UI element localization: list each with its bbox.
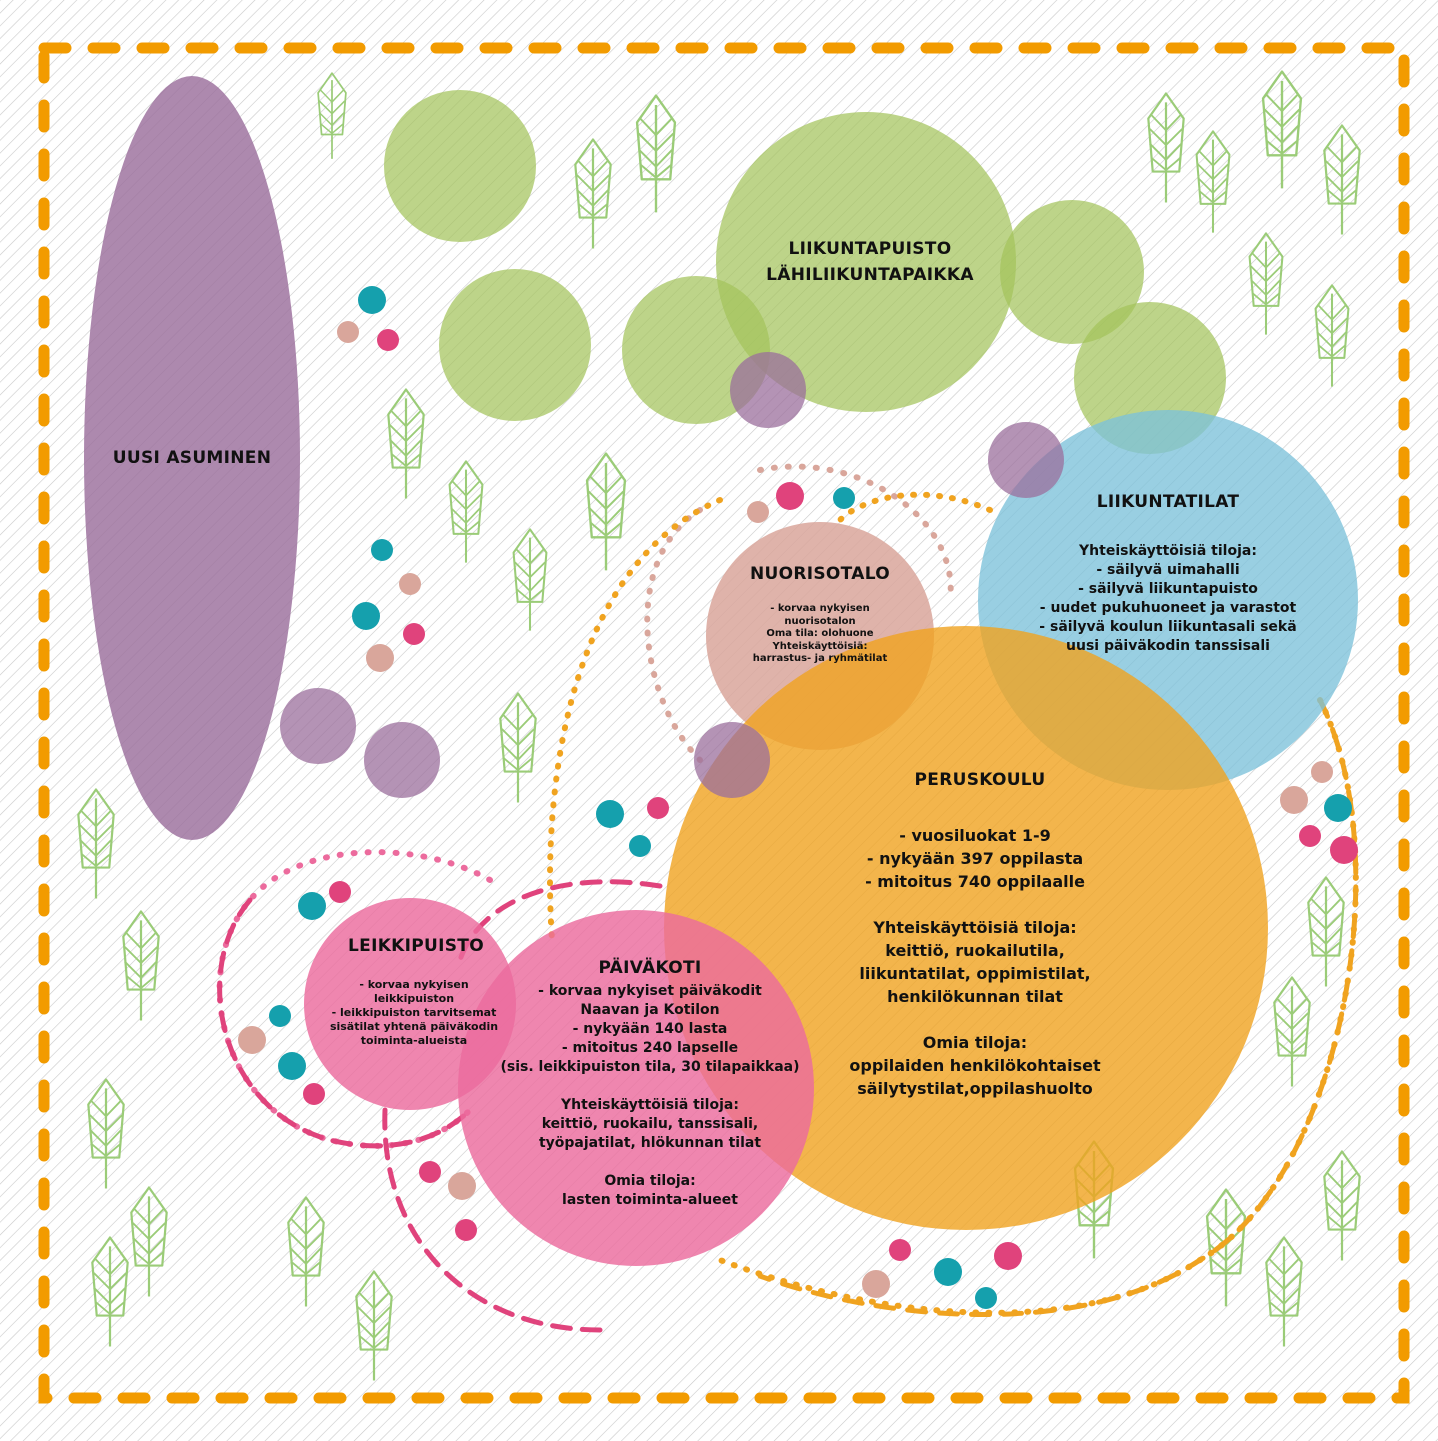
connector-loops [216, 463, 1359, 1333]
dot-pink [419, 1161, 441, 1183]
park-circle-main [716, 112, 1016, 412]
dot-teal [629, 835, 651, 857]
uusi-asuminen-zone [84, 76, 300, 840]
dot-teal [934, 1258, 962, 1286]
liikuntatilat-text: Yhteiskäyttöisiä tiloja: - säilyvä uimah… [1039, 543, 1297, 654]
liikuntapuisto-title: LIIKUNTAPUISTO LÄHILIIKUNTAPAIKKA [766, 239, 974, 285]
purple-dot [694, 722, 770, 798]
dot-tan [238, 1026, 266, 1054]
paivakoti-zone [458, 910, 814, 1266]
dot-pink [647, 797, 669, 819]
nuorisotalo-loop [644, 463, 954, 763]
dot-pink [1299, 825, 1321, 847]
dot-teal [278, 1052, 306, 1080]
peruskoulu-zone [664, 626, 1268, 1230]
dot-tan [1280, 786, 1308, 814]
uusi-asuminen-title: UUSI ASUMINEN [112, 448, 272, 468]
dot-teal [371, 539, 393, 561]
dot-tan [399, 573, 421, 595]
dot-tan [862, 1270, 890, 1298]
park-circle [384, 90, 536, 242]
dot-tan [366, 644, 394, 672]
dot-teal [352, 602, 380, 630]
dot-tan [448, 1172, 476, 1200]
dot-teal [833, 487, 855, 509]
school-loop-dashed [757, 697, 1359, 1317]
school-loop [547, 491, 1359, 1316]
paivakoti-loop [382, 879, 663, 1333]
small-purple-circles [280, 352, 1064, 798]
nuorisotalo-text: - korvaa nykyisen nuorisotalon Oma tila:… [752, 603, 888, 664]
liikuntatilat-title: LIIKUNTATILAT [1096, 492, 1240, 512]
paivakoti-text: - korvaa nykyiset päiväkodit Naavan ja K… [500, 983, 800, 1208]
dot-pink [329, 881, 351, 903]
site-boundary [38, 42, 1410, 1404]
dot-pink [303, 1083, 325, 1105]
dot-pink [889, 1239, 911, 1261]
leikkipuisto-zone [304, 898, 516, 1110]
park-circles [384, 90, 1226, 454]
dot-teal [298, 892, 326, 920]
dot-pink [994, 1242, 1022, 1270]
dot-pink [1330, 836, 1358, 864]
decorative-dots [238, 286, 1358, 1309]
paivakoti-title: PÄIVÄKOTI [598, 958, 702, 978]
dot-pink [776, 482, 804, 510]
dot-teal [358, 286, 386, 314]
dot-tan [747, 501, 769, 523]
leikkipuisto-title: LEIKKIPUISTO [348, 936, 484, 956]
purple-dot [730, 352, 806, 428]
nuorisotalo-title: NUORISOTALO [749, 564, 890, 584]
park-circle [439, 269, 591, 421]
dot-teal [1324, 794, 1352, 822]
purple-dot [364, 722, 440, 798]
dot-pink [403, 623, 425, 645]
dot-teal [596, 800, 624, 828]
leikkipuisto-dashed [217, 897, 473, 1149]
dot-teal [269, 1005, 291, 1027]
dot-teal [975, 1287, 997, 1309]
dot-tan [337, 321, 359, 343]
dot-tan [1311, 761, 1333, 783]
dot-pink [455, 1219, 477, 1241]
peruskoulu-text: - vuosiluokat 1-9 - nykyään 397 oppilast… [849, 826, 1101, 1098]
peruskoulu-title: PERUSKOULU [914, 770, 1046, 790]
purple-dot [988, 422, 1064, 498]
leikkipuisto-text: - korvaa nykyisen leikkipuiston - leikki… [329, 978, 499, 1047]
park-circle [1000, 200, 1144, 344]
dot-pink [377, 329, 399, 351]
purple-dot [280, 688, 356, 764]
